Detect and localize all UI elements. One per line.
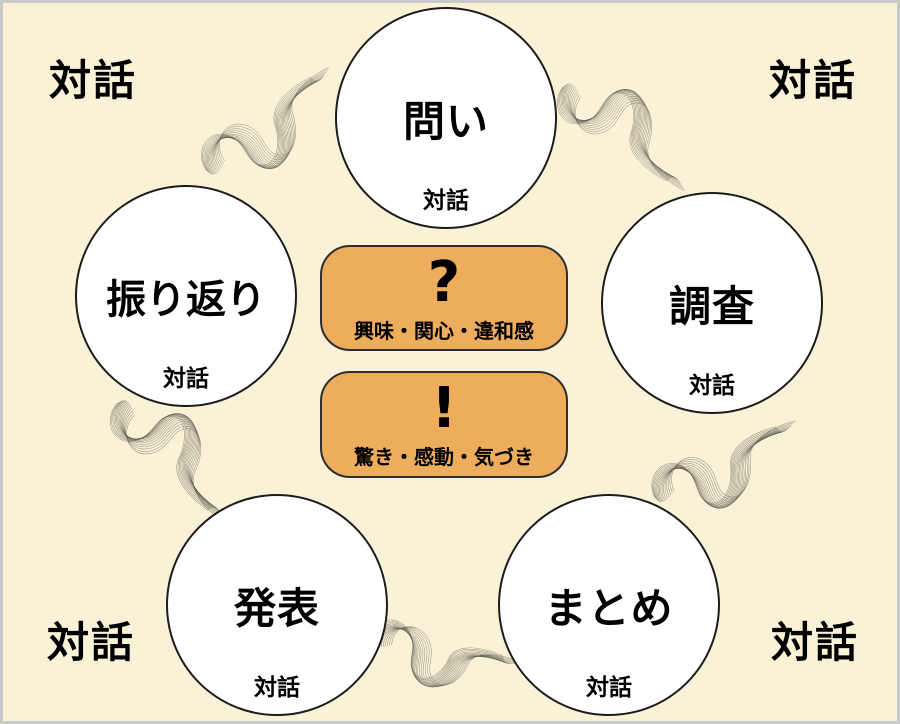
step-label: 振り返り <box>106 277 266 323</box>
corner-label-top-right: 対話 <box>769 56 858 105</box>
step-label: 発表 <box>233 583 320 633</box>
wave-ribbon-icon <box>557 83 686 192</box>
center-box-question-mark: ? 興味・関心・違和感 <box>320 245 568 351</box>
corner-label-bottom-left: 対話 <box>47 618 136 667</box>
step-sublabel: 対話 <box>254 675 300 701</box>
center-box-caption: 興味・関心・違和感 <box>354 319 534 343</box>
corner-label-top-left: 対話 <box>49 56 138 105</box>
wave-ribbon-icon <box>651 420 796 509</box>
step-sublabel: 対話 <box>423 188 469 214</box>
step-sublabel: 対話 <box>689 373 735 399</box>
step-label: まとめ <box>544 583 674 633</box>
step-sublabel: 対話 <box>586 675 632 701</box>
wave-ribbon-icon <box>109 399 225 524</box>
circle-step-research: 調査 対話 <box>601 192 823 414</box>
circle-step-question: 問い 対話 <box>335 7 557 229</box>
step-label: 調査 <box>668 281 755 331</box>
step-label: 問い <box>402 96 489 146</box>
wave-ribbon-icon <box>201 66 330 175</box>
corner-label-bottom-right: 対話 <box>771 618 860 667</box>
circle-step-summary: まとめ 対話 <box>498 494 720 716</box>
exclamation-mark-icon: ! <box>431 376 457 441</box>
question-mark-icon: ? <box>427 250 461 315</box>
circle-step-reflection: 振り返り 対話 <box>75 185 297 407</box>
step-sublabel: 対話 <box>163 366 209 392</box>
center-box-caption: 驚き・感動・気づき <box>354 445 534 469</box>
center-box-exclamation-mark: ! 驚き・感動・気づき <box>320 371 568 478</box>
circle-step-presentation: 発表 対話 <box>166 494 388 716</box>
wave-ribbon-icon <box>372 619 522 688</box>
